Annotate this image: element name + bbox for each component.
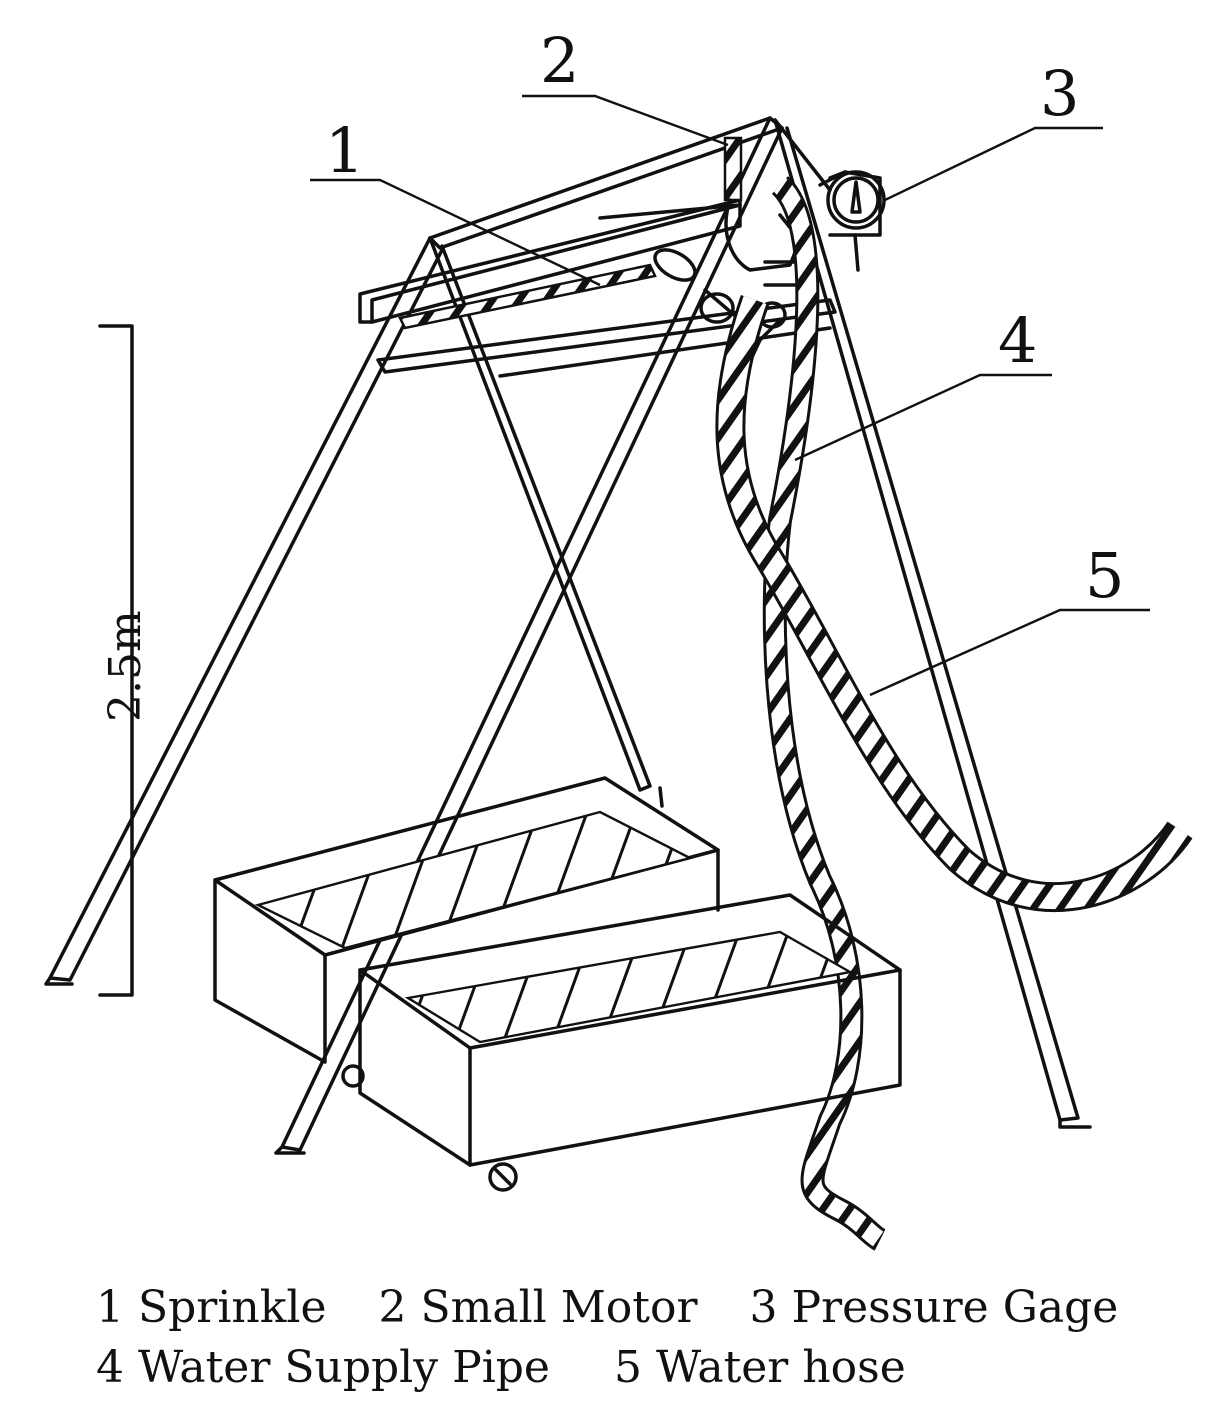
legend-item-water-supply-pipe: 4 Water Supply Pipe [96,1342,550,1393]
callouts: 1 2 3 4 5 [310,24,1150,697]
callout-3: 3 [1040,57,1079,130]
callout-4: 4 [998,304,1037,377]
collection-box-front [341,893,902,1192]
frame [44,116,1092,1155]
legend-row-1: 1 Sprinkle 2 Small Motor 3 Pressure Gage [96,1282,1170,1333]
legend-item-sprinkle: 1 Sprinkle [96,1282,327,1333]
height-dimension: 2.5m [98,324,151,997]
legend-item-water-hose: 5 Water hose [613,1342,906,1393]
small-motor [723,136,743,202]
legend-row-2: 4 Water Supply Pipe 5 Water hose [96,1342,958,1393]
legend-item-small-motor: 2 Small Motor [378,1282,698,1333]
dimension-label: 2.5m [100,610,151,722]
pressure-gage [818,170,886,272]
legend-item-pressure-gage: 3 Pressure Gage [749,1282,1119,1333]
collection-box-back [213,776,720,1064]
callout-1: 1 [325,114,364,187]
callout-5: 5 [1085,539,1124,612]
callout-2: 2 [540,24,579,97]
